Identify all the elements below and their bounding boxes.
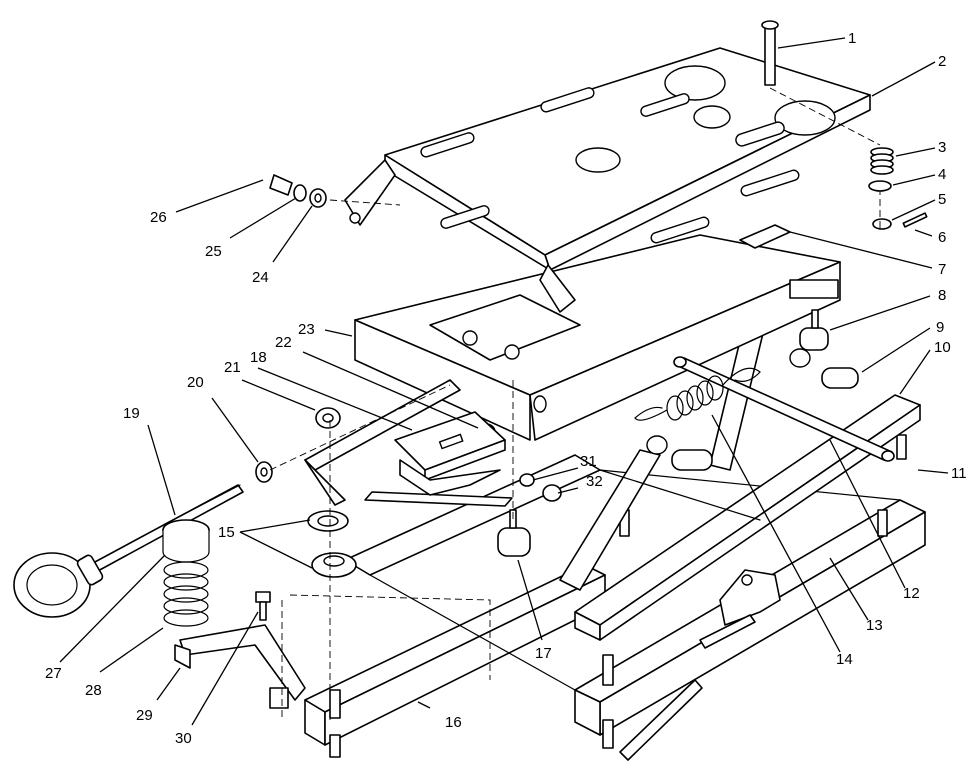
- callout-17: 17: [535, 645, 552, 662]
- callout-18: 18: [250, 349, 267, 366]
- callout-labels: 1 2 3 4 5 6 7 8 9 10 11 12 13 14 15 16 1…: [45, 30, 967, 747]
- control-lever: [619, 569, 781, 761]
- callout-7: 7: [938, 261, 946, 278]
- callout-11: 11: [951, 465, 967, 482]
- top-seat-plate: [344, 47, 871, 313]
- bushings: [646, 348, 859, 471]
- side-plate: [304, 379, 461, 506]
- compression-spring: [163, 561, 209, 627]
- flanged-bushings: [307, 510, 357, 578]
- cross-rod: [364, 356, 895, 507]
- callout-1: 1: [848, 30, 856, 47]
- callout-9: 9: [936, 319, 944, 336]
- callout-20: 20: [187, 374, 204, 391]
- callout-29: 29: [136, 707, 153, 724]
- callout-26: 26: [150, 209, 167, 226]
- callout-23: 23: [298, 321, 315, 338]
- tension-spring: [634, 367, 761, 421]
- scissor-frame: [559, 319, 921, 641]
- callout-31: 31: [580, 453, 597, 470]
- callout-4: 4: [938, 166, 946, 183]
- alignment-lines: [269, 190, 881, 720]
- callout-24: 24: [252, 269, 269, 286]
- callout-8: 8: [938, 287, 946, 304]
- seat-platform: [354, 234, 841, 441]
- latch-plate: [394, 411, 506, 496]
- bracket-bolt: [255, 591, 271, 621]
- callout-32: 32: [586, 473, 603, 490]
- callout-15: 15: [218, 524, 235, 541]
- adjuster-knob-assembly: [13, 461, 273, 618]
- spring-cup: [162, 519, 210, 563]
- callout-13: 13: [866, 617, 883, 634]
- callout-3: 3: [938, 139, 946, 156]
- callout-30: 30: [175, 730, 192, 747]
- callout-19: 19: [123, 405, 140, 422]
- callout-6: 6: [938, 229, 946, 246]
- callout-14: 14: [836, 651, 853, 668]
- adjuster-bracket: [174, 624, 306, 709]
- callout-27: 27: [45, 665, 62, 682]
- callout-10: 10: [934, 339, 951, 356]
- callout-28: 28: [85, 682, 102, 699]
- spring-stack: [739, 87, 928, 249]
- callout-16: 16: [445, 714, 462, 731]
- callout-2: 2: [938, 53, 946, 70]
- callout-25: 25: [205, 243, 222, 260]
- leader-lines: [59, 37, 949, 726]
- callout-22: 22: [275, 334, 292, 351]
- pin: [761, 20, 779, 86]
- callout-12: 12: [903, 585, 920, 602]
- callout-21: 21: [224, 359, 241, 376]
- callout-5: 5: [938, 191, 946, 208]
- rubber-bumpers: [497, 309, 829, 557]
